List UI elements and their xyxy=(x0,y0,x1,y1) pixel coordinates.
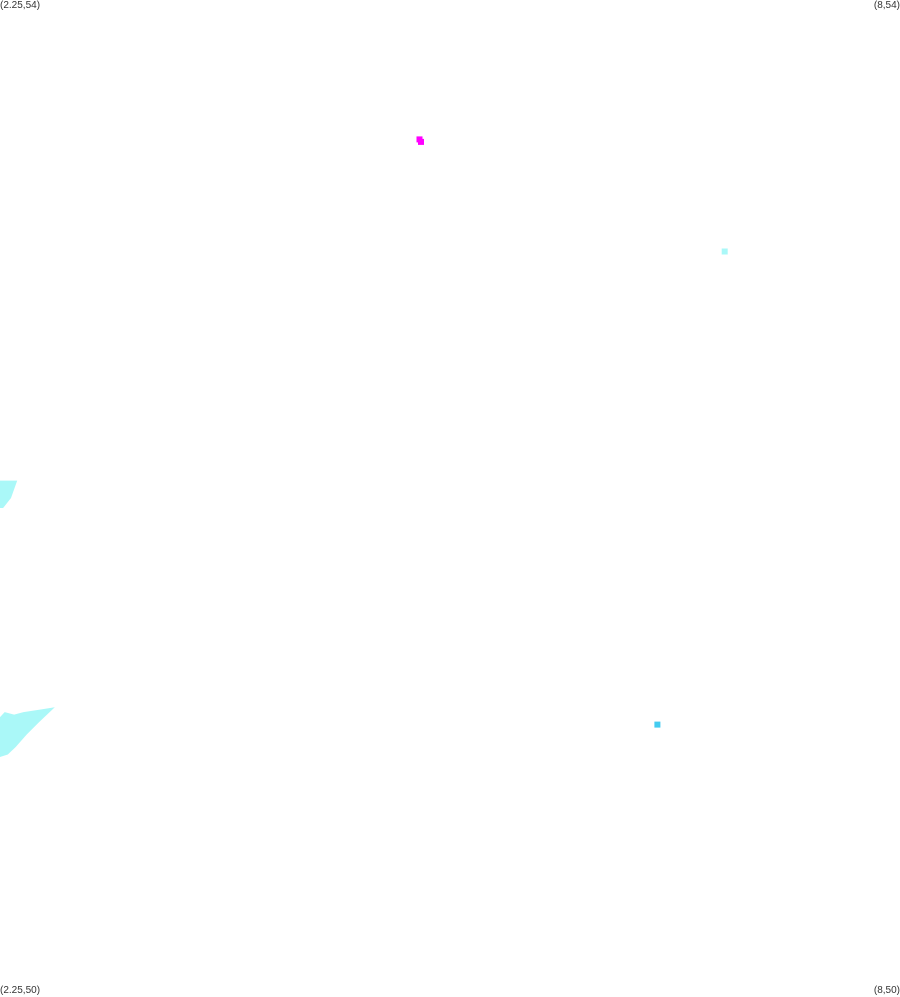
corner-label-top-right: (8,54) xyxy=(873,0,900,11)
data-point-2 xyxy=(418,138,424,145)
corner-label-bottom-right: (8,50) xyxy=(873,985,900,996)
corner-label-bottom-left: (2.25,50) xyxy=(0,985,41,996)
data-region-2 xyxy=(0,707,55,757)
data-point-4 xyxy=(654,721,661,728)
corner-label-top-left: (2.25,54) xyxy=(0,0,41,11)
data-region-1 xyxy=(0,480,18,508)
data-point-3 xyxy=(721,248,728,255)
